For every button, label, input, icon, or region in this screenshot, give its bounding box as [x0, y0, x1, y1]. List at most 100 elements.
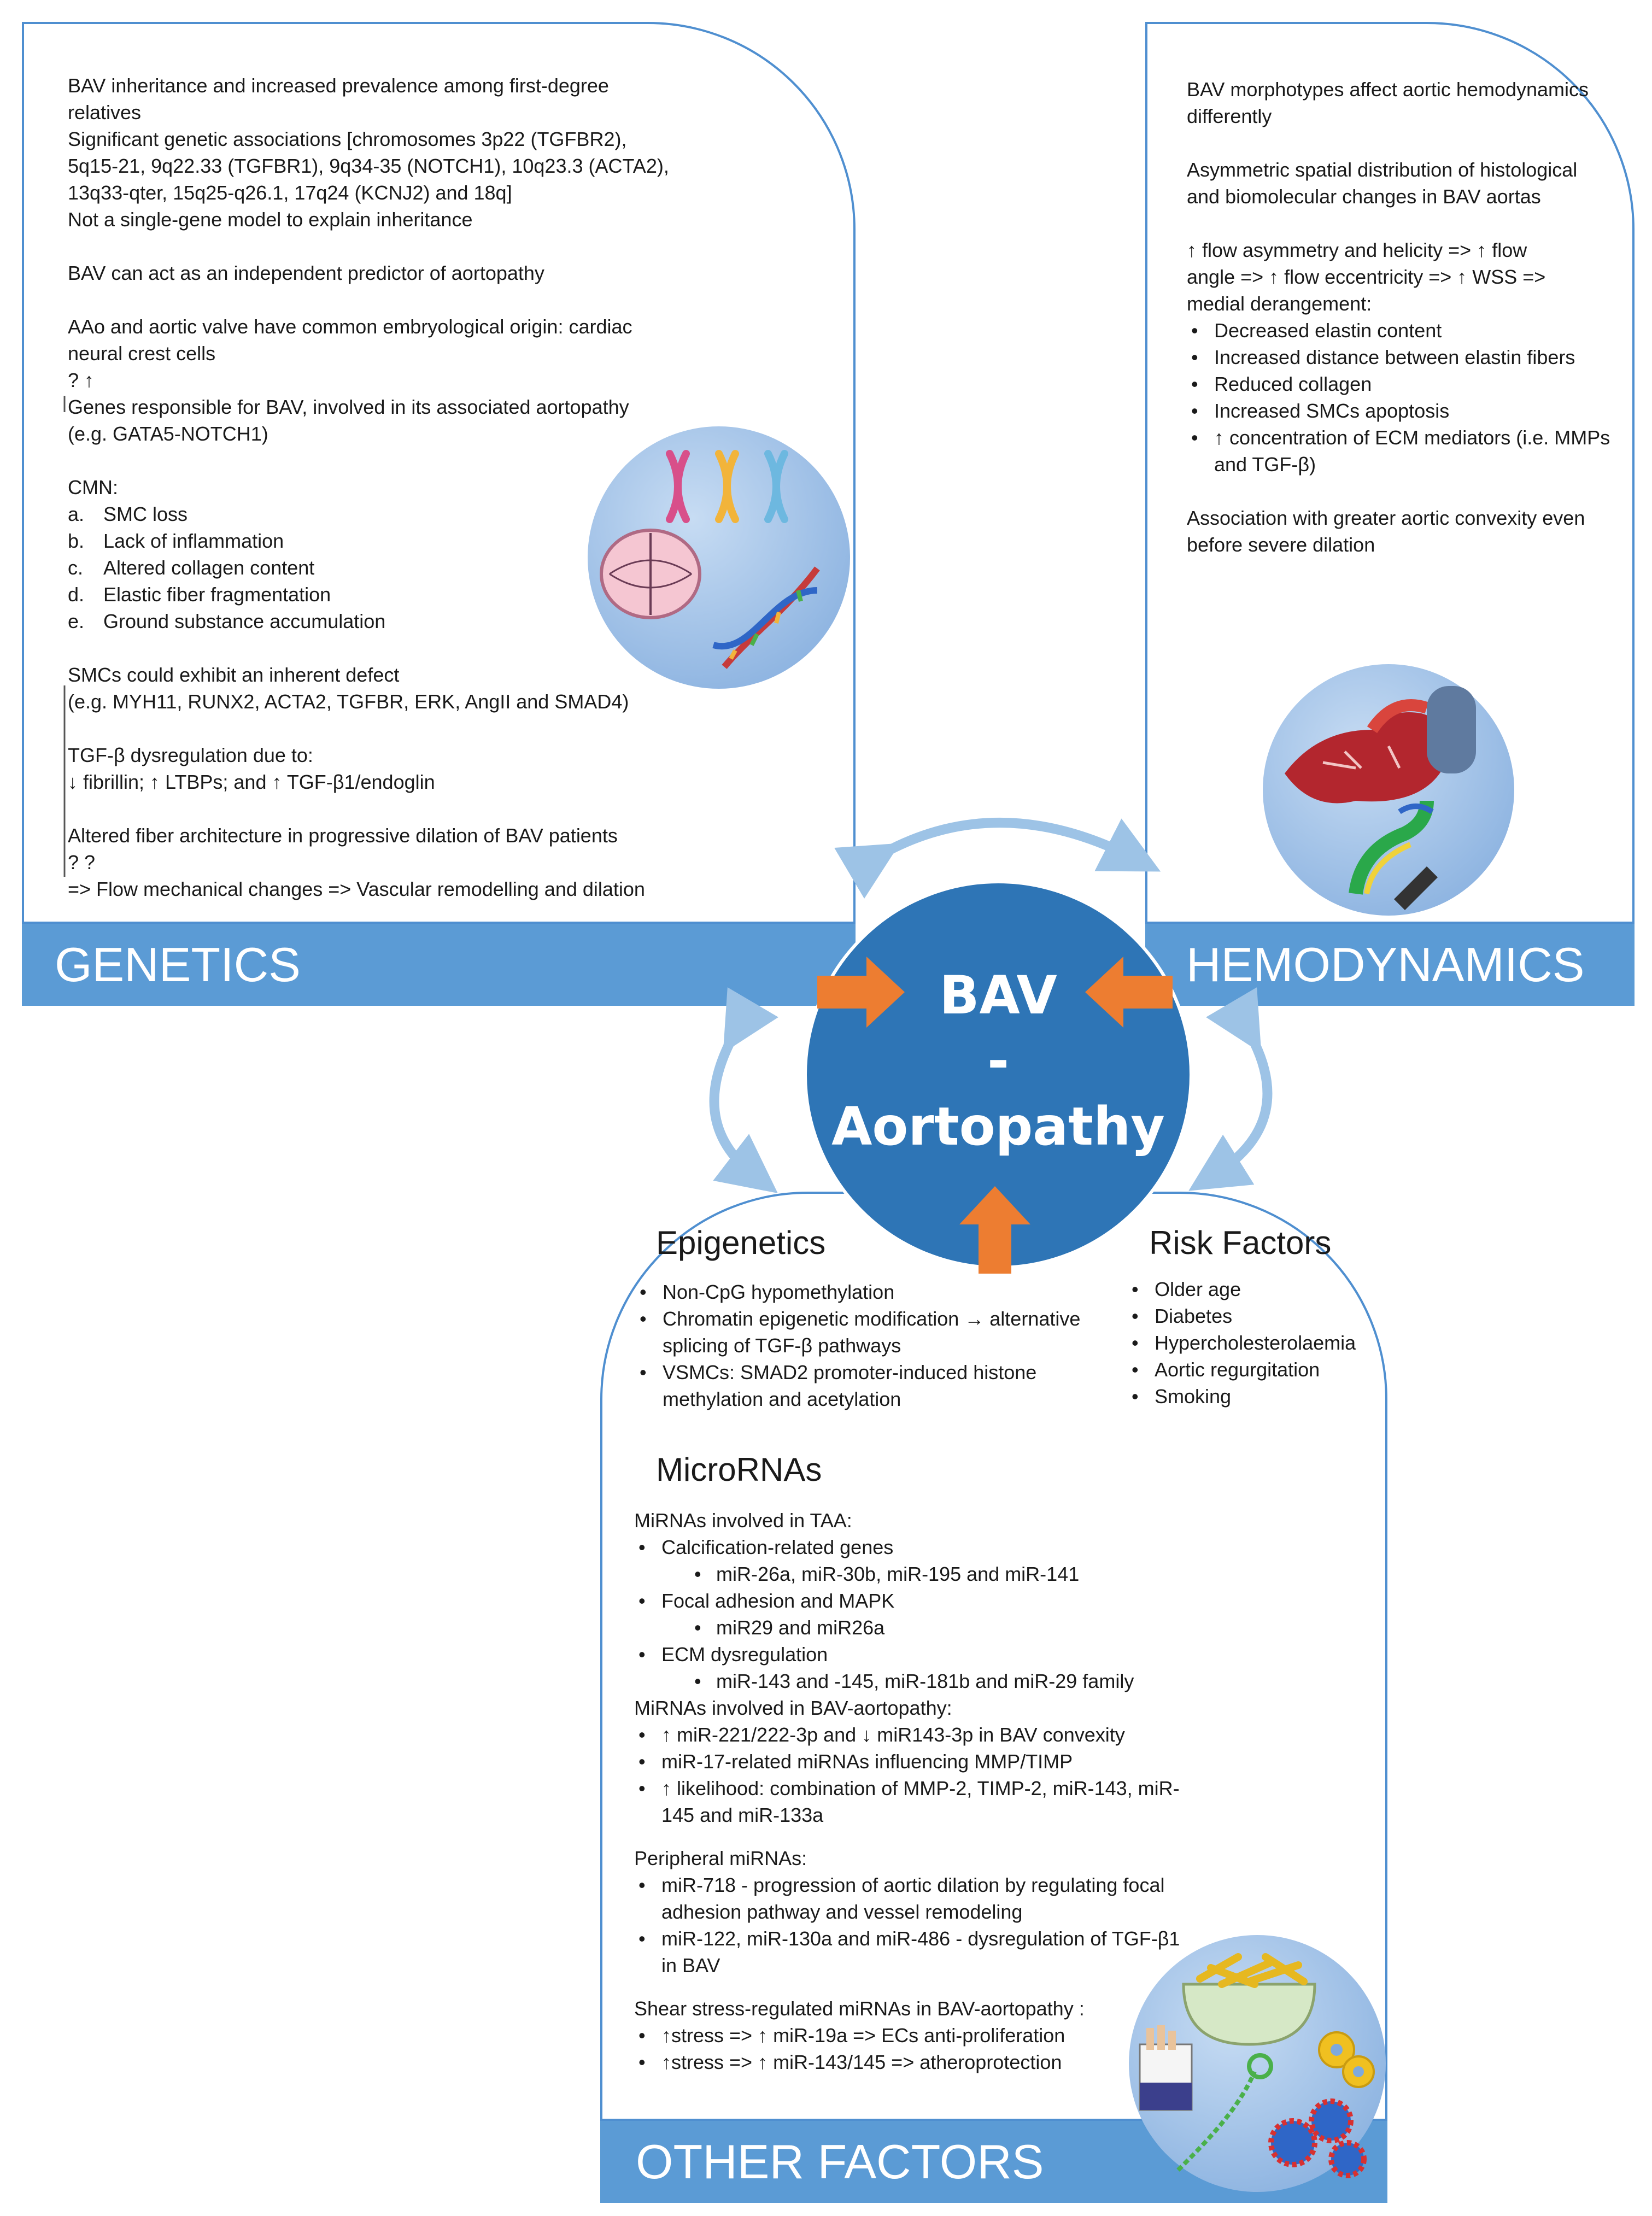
other-factors-panel: Epigenetics Non-CpG hypomethylationChrom…	[600, 1192, 1387, 2121]
genetics-line: TGF-β dysregulation due to:	[68, 744, 313, 766]
genetics-bracket-lines	[63, 396, 66, 877]
genetics-line: ? ↑	[68, 369, 95, 391]
epigenetics-item: VSMCs: SMAD2 promoter-induced histone me…	[635, 1359, 1116, 1412]
cmn-item-label: Ground substance accumulation	[103, 610, 386, 632]
hemodynamics-bullet: Decreased elastin content	[1187, 317, 1624, 344]
hemodynamics-panel: BAV morphotypes affect aortic hemodynami…	[1145, 22, 1635, 924]
taa-title: MiRNAs involved in TAA:	[634, 1509, 852, 1532]
cmn-item-label: Altered collagen content	[103, 556, 315, 579]
hemodynamics-line: BAV morphotypes affect aortic hemodynami…	[1187, 78, 1589, 101]
hemodynamics-line: medial derangement:	[1187, 292, 1372, 315]
fried-food-icon	[1182, 1953, 1375, 2088]
shear-mirna-item: ↑stress => ↑ miR-143/145 => atheroprotec…	[634, 2049, 1235, 2076]
hemodynamics-line: angle => ↑ flow eccentricity => ↑ WSS =>	[1187, 266, 1546, 288]
cmn-item: a. SMC loss	[68, 501, 833, 527]
genetics-line: ? ?	[68, 851, 96, 873]
cmn-item-number: c.	[68, 556, 84, 579]
taa-item: Focal adhesion and MAPK	[634, 1587, 1235, 1614]
taa-item: ECM dysregulation	[634, 1641, 1235, 1668]
shear-mirna-title: Shear stress-regulated miRNAs in BAV-aor…	[634, 1997, 1085, 2020]
cmn-item: e.Ground substance accumulation	[68, 608, 833, 635]
hemodynamics-bullet: Increased SMCs apoptosis	[1187, 397, 1624, 424]
hemodynamics-line: and biomolecular changes in BAV aortas	[1187, 185, 1541, 208]
genetics-line: 13q33-qter, 15q25-q26.1, 17q24 (KCNJ2) a…	[68, 181, 512, 204]
mirna-text: MiRNAs involved in TAA: Calcification-re…	[634, 1507, 1235, 2076]
hemodynamics-bullet: Reduced collagen	[1187, 371, 1624, 397]
taa-subitem: miR-143 and -145, miR-181b and miR-29 fa…	[634, 1668, 1235, 1695]
genetics-line: ↓ fibrillin; ↑ LTBPs; and ↑ TGF-β1/endog…	[68, 771, 435, 793]
genetics-lines-2: SMCs could exhibit an inherent defect (e.…	[68, 661, 833, 902]
cigarettes-icon	[1139, 2025, 1193, 2111]
genetics-line: Significant genetic associations [chromo…	[68, 128, 627, 150]
genetics-line: BAV inheritance and increased prevalence…	[68, 74, 609, 97]
risk-factor-item: Hypercholesterolaemia	[1127, 1329, 1379, 1356]
genetics-illustration	[588, 426, 850, 689]
other-factors-illustration	[1129, 1935, 1386, 2192]
center-title-line2: -	[987, 1030, 1009, 1092]
epigenetics-list: Non-CpG hypomethylationChromatin epigene…	[635, 1279, 1116, 1412]
hemodynamics-text: BAV morphotypes affect aortic hemodynami…	[1187, 76, 1624, 558]
genetics-line: => Flow mechanical changes => Vascular r…	[68, 878, 645, 900]
genetics-line: AAo and aortic valve have common embryol…	[68, 315, 632, 338]
risk-factor-item: Smoking	[1127, 1383, 1379, 1410]
genetics-line: CMN:	[68, 476, 118, 499]
heart-aorta-icon	[1285, 686, 1476, 804]
cell-division-icon	[600, 529, 701, 619]
hemodynamics-closing: Association with greater aortic convexit…	[1187, 505, 1624, 558]
epigenetics-title: Epigenetics	[656, 1224, 826, 1261]
arrow-genetics-to-center	[817, 957, 905, 1028]
cmn-item-label: Elastic fiber fragmentation	[103, 583, 331, 606]
cmn-item-number: d.	[68, 583, 85, 606]
hemodynamics-line: before severe dilation	[1187, 534, 1375, 556]
flow-streamlines-icon	[1349, 800, 1438, 910]
genetics-line: (e.g. MYH11, RUNX2, ACTA2, TGFBR, ERK, A…	[68, 690, 629, 713]
cmn-item: c. Altered collagen content	[68, 554, 833, 581]
microrna-title: MicroRNAs	[656, 1451, 822, 1488]
bav-mirna-item: miR-17-related miRNAs influencing MMP/TI…	[634, 1748, 1181, 1775]
genetics-line: (e.g. GATA5-NOTCH1)	[68, 423, 268, 445]
other-factors-band-label: OTHER FACTORS	[636, 2135, 1044, 2189]
cmn-item: b.Lack of inflammation	[68, 527, 833, 554]
arrow-other-to-center	[959, 1186, 1030, 1274]
taa-subitem: miR-26a, miR-30b, miR-195 and miR-141	[634, 1561, 1235, 1587]
cmn-item-label: SMC loss	[103, 503, 188, 525]
bav-mirna-item: ↑ likelihood: combination of MMP-2, TIMP…	[634, 1775, 1181, 1828]
arrow-genetics-hemodynamics	[834, 818, 1161, 899]
cmn-item-label: Lack of inflammation	[103, 530, 284, 552]
hemodynamics-illustration	[1263, 664, 1514, 916]
risk-factor-item: Aortic regurgitation	[1127, 1356, 1379, 1383]
risk-factors-list: Older ageDiabetesHypercholesterolaemiaAo…	[1127, 1276, 1379, 1410]
hemodynamics-bullet: Increased distance between elastin fiber…	[1187, 344, 1624, 371]
hemodynamics-band-label: HEMODYNAMICS	[1186, 937, 1585, 992]
genetics-text: BAV inheritance and increased prevalence…	[68, 72, 833, 902]
bav-mirna-title: MiRNAs involved in BAV-aortopathy:	[634, 1697, 952, 1719]
hemodynamics-line: ↑ flow asymmetry and helicity => ↑ flow	[1187, 239, 1527, 261]
hemodynamics-bullets: Decreased elastin contentIncreased dista…	[1187, 317, 1624, 478]
cmn-item-number: a.	[68, 503, 85, 525]
genetics-line: neural crest cells	[68, 342, 216, 365]
peripheral-mirna-item: miR-122, miR-130a and miR-486 - dysregul…	[634, 1925, 1181, 1979]
arrow-genetics-other	[709, 987, 778, 1193]
chromosomes-icon	[666, 450, 788, 523]
genetics-line: Not a single-gene model to explain inher…	[68, 208, 473, 231]
shear-mirna-item: ↑stress => ↑ miR-19a => ECs anti-prolife…	[634, 2022, 1235, 2049]
arrow-hemodynamics-other	[1188, 987, 1273, 1191]
genetics-line: BAV can act as an independent predictor …	[68, 262, 544, 284]
risk-factor-item: Diabetes	[1127, 1303, 1379, 1329]
genetics-line: SMCs could exhibit an inherent defect	[68, 664, 400, 686]
peripheral-mirna-title: Peripheral miRNAs:	[634, 1847, 807, 1869]
risk-factor-item: Older age	[1127, 1276, 1379, 1303]
taa-subitem: miR29 and miR26a	[634, 1614, 1235, 1641]
hemodynamics-line: Asymmetric spatial distribution of histo…	[1187, 159, 1578, 181]
risk-factors-title: Risk Factors	[1149, 1224, 1332, 1261]
hemodynamics-lines: BAV morphotypes affect aortic hemodynami…	[1187, 76, 1624, 317]
epigenetics-item: Chromatin epigenetic modification → alte…	[635, 1305, 1116, 1359]
genetics-line: relatives	[68, 101, 142, 124]
bav-mirna-item: ↑ miR-221/222-3p and ↓ miR143-3p in BAV …	[634, 1721, 1181, 1748]
arrow-hemodynamics-to-center	[1085, 957, 1173, 1028]
dna-helix-icon	[712, 566, 820, 669]
mirna-hairpin-icon	[1176, 2053, 1367, 2178]
cmn-item: d. Elastic fiber fragmentation	[68, 581, 833, 608]
hemodynamics-line: Association with greater aortic convexit…	[1187, 507, 1585, 529]
